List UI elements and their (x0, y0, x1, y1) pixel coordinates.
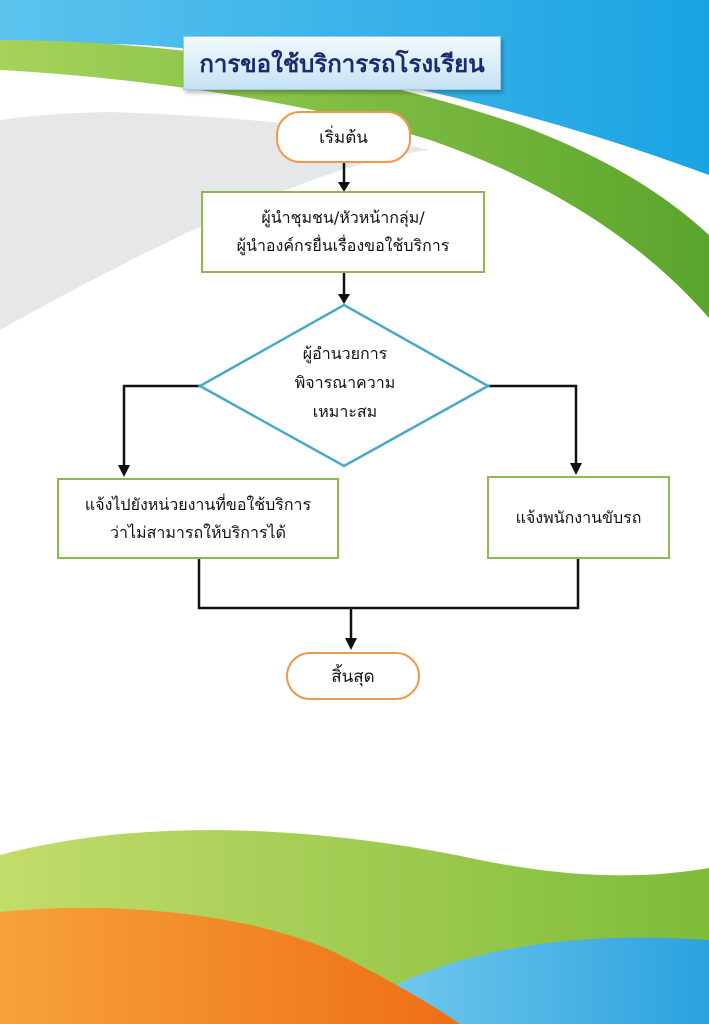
decision-line-2: พิจารณาความ (294, 373, 396, 392)
end-node: สิ้นสุด (286, 652, 420, 700)
connector-decision-approve (488, 384, 578, 465)
arrowhead-approve (570, 463, 582, 475)
decision-label: ผู้อำนวยการ พิจารณาความ เหมาะสม (262, 339, 428, 426)
request-line-1: ผู้นำชุมชน/หัวหน้ากลุ่ม/ (261, 208, 425, 227)
request-line-2: ผู้นำองค์กรยื่นเรื่องขอใช้บริการ (236, 236, 450, 255)
page-title: การขอใช้บริการรถโรงเรียน (183, 36, 501, 90)
arrowhead-request (338, 182, 350, 192)
arrowhead-decision (338, 294, 350, 304)
request-process-box: ผู้นำชุมชน/หัวหน้ากลุ่ม/ ผู้นำองค์กรยื่น… (201, 191, 485, 273)
connector-merge (197, 559, 580, 610)
reject-process-box: แจ้งไปยังหน่วยงานที่ขอใช้บริการ ว่าไม่สา… (57, 478, 339, 559)
decision-diamond (197, 303, 491, 468)
reject-line-1: แจ้งไปยังหน่วยงานที่ขอใช้บริการ (84, 494, 312, 514)
reject-line-2: ว่าไม่สามารถให้บริการได้ (110, 522, 286, 542)
arrowhead-reject (118, 465, 130, 477)
connector-decision-reject (122, 384, 200, 467)
decision-line-1: ผู้อำนวยการ (302, 344, 388, 363)
arrowhead-end (345, 638, 357, 650)
start-node: เริ่มต้น (276, 111, 411, 163)
approve-process-box: แจ้งพนักงานขับรถ (487, 476, 670, 559)
decision-line-3: เหมาะสม (312, 402, 378, 421)
